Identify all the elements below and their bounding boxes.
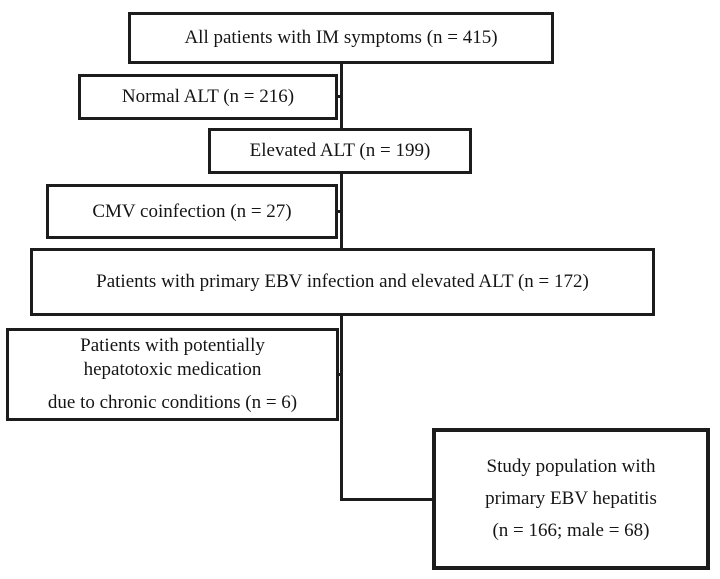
node-all-patients: All patients with IM symptoms (n = 415) xyxy=(128,12,554,64)
connector-stub-normal-alt xyxy=(336,95,342,98)
connector-stub-cmv xyxy=(336,210,342,213)
connector-elbow-study xyxy=(340,498,434,501)
node-primary-ebv-elevated-alt-label: Patients with primary EBV infection and … xyxy=(96,271,589,293)
node-elevated-alt: Elevated ALT (n = 199) xyxy=(208,128,472,174)
node-elevated-alt-label: Elevated ALT (n = 199) xyxy=(249,140,431,162)
node-hepatotoxic-medication-line3: due to chronic conditions (n = 6) xyxy=(47,391,298,413)
node-cmv-coinfection-label: CMV coinfection (n = 27) xyxy=(92,200,292,222)
node-all-patients-label: All patients with IM symptoms (n = 415) xyxy=(184,27,498,49)
node-hepatotoxic-medication-line1: Patients with potentially xyxy=(80,335,265,357)
node-study-population-line1: Study population with xyxy=(486,456,656,478)
node-normal-alt: Normal ALT (n = 216) xyxy=(78,74,338,120)
node-study-population: Study population with primary EBV hepati… xyxy=(432,428,710,570)
node-cmv-coinfection: CMV coinfection (n = 27) xyxy=(46,184,338,239)
node-normal-alt-label: Normal ALT (n = 216) xyxy=(121,86,295,108)
node-study-population-line3: (n = 166; male = 68) xyxy=(492,519,650,541)
node-hepatotoxic-medication-line2: hepatotoxic medication xyxy=(83,359,262,381)
connector-stub-medication xyxy=(337,373,342,376)
node-hepatotoxic-medication: Patients with potentially hepatotoxic me… xyxy=(6,328,339,421)
node-primary-ebv-elevated-alt: Patients with primary EBV infection and … xyxy=(30,248,655,316)
node-study-population-line2: primary EBV hepatitis xyxy=(485,488,657,510)
